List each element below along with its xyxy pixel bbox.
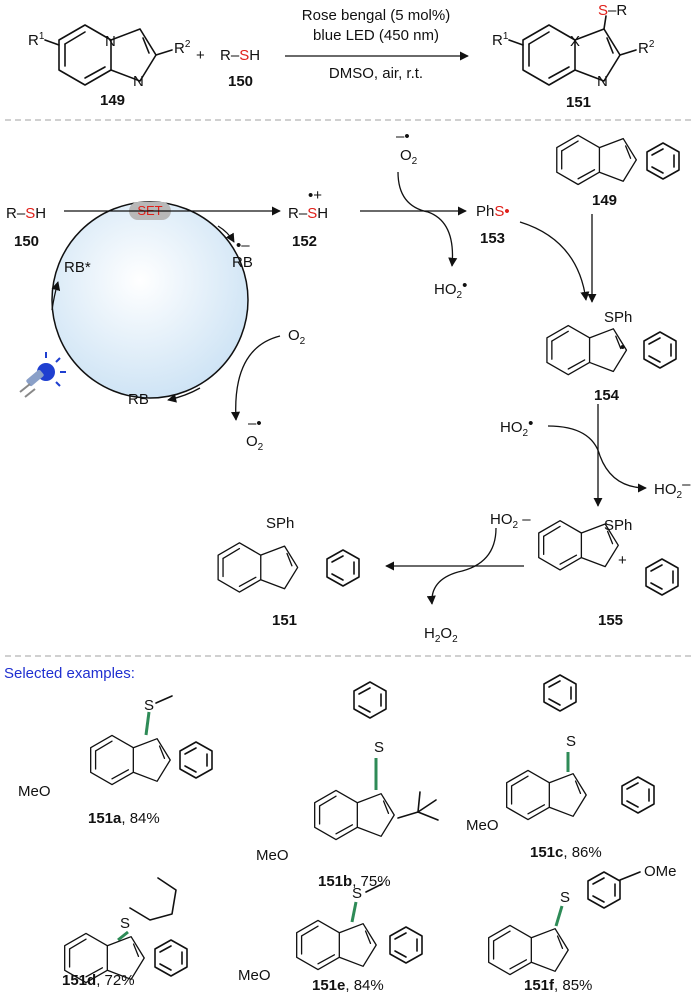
svg-text:151c, 86%: 151c, 86% (530, 844, 602, 861)
compound-label-150: 150 (228, 73, 253, 90)
atom-n: N (597, 73, 608, 90)
svg-text:OMe: OMe (644, 863, 677, 880)
product-sr-group: S–R (598, 2, 627, 19)
svg-text:151e, 84%: 151e, 84% (312, 977, 384, 994)
superoxide: O2 (246, 433, 264, 453)
hydroperoxyl-radical-2: HO2• (500, 415, 533, 439)
example-151b: S MeO 151b, 75% (256, 681, 439, 890)
svg-text:S: S (374, 739, 384, 756)
compound-label-151: 151 (272, 612, 297, 629)
atom-n-bridge: N (105, 33, 116, 50)
svg-text:S: S (566, 733, 576, 750)
condition-solvent: DMSO, air, r.t. (329, 65, 423, 82)
rb-anion-charge: •– (236, 237, 250, 254)
compound-label-155: 155 (598, 612, 623, 629)
blue-led-icon (19, 352, 66, 398)
svg-text:MeO: MeO (238, 967, 271, 984)
substituent-r1: R1 (28, 31, 45, 49)
compound-label-152: 152 (292, 233, 317, 250)
compound-label-154: 154 (594, 387, 620, 404)
example-151c: S MeO 151c, 86% (466, 674, 655, 861)
example-151d: S 151d, 72% (62, 877, 188, 989)
substituent-r2: R2 (174, 39, 191, 57)
svg-text:S: S (120, 915, 130, 932)
rb-ground: RB (128, 391, 149, 408)
svg-text:151b, 75%: 151b, 75% (318, 873, 391, 890)
sph-154: SPh (604, 309, 632, 326)
superoxide-top: O2 (400, 147, 418, 167)
radical-cation-152: R–SH (288, 205, 328, 222)
radical-cation-charge: •+ (308, 187, 322, 204)
svg-text:MeO: MeO (256, 847, 289, 864)
phenylthiyl-radical: PhS• (476, 203, 510, 220)
compound-label-153: 153 (480, 230, 505, 247)
compound-label-150: 150 (14, 233, 39, 250)
photocatalytic-cycle (51, 201, 249, 399)
reaction-overview: N N R2 R1 149 + R–SH 150 Rose bengal (5 … (28, 2, 655, 111)
thiol-150: R–SH (6, 205, 46, 222)
svg-text:S: S (560, 889, 570, 906)
structure-149 (556, 134, 637, 186)
oxygen-o2: O2 (288, 327, 306, 347)
radical-dot-154: • (620, 339, 625, 356)
atom-x: X (570, 33, 580, 50)
substituent-r1: R1 (492, 31, 509, 49)
radical-intermediate-154 (546, 324, 628, 376)
hydroperoxide-anion: HO2– (654, 476, 691, 501)
superoxide-charge: –• (248, 415, 262, 432)
svg-text:MeO: MeO (466, 817, 499, 834)
svg-text:S: S (352, 885, 362, 902)
svg-text:151d, 72%: 151d, 72% (62, 972, 135, 989)
example-151e: S MeO 151e, 84% (238, 883, 423, 994)
atom-n: N (133, 73, 144, 90)
superoxide-top-charge: –• (396, 128, 410, 145)
svg-text:151a, 84%: 151a, 84% (88, 810, 160, 827)
mechanism: SET R–SH 150 R–SH •+ 152 RB •– RB* RB O2… (6, 128, 691, 645)
plus-sign: + (196, 47, 205, 64)
hydroperoxide-anion-2: HO2 – (490, 511, 531, 531)
condition-catalyst: Rose bengal (5 mol%) (302, 7, 450, 24)
example-151f: OMe S 151f, 85% (488, 863, 677, 994)
compound-label-149: 149 (592, 192, 617, 209)
thiol-reagent: R–SH (220, 47, 260, 64)
hydrogen-peroxide: H2O2 (424, 625, 458, 645)
rb-excited: RB* (64, 259, 91, 276)
example-151a: S MeO 151a, 84% (18, 695, 213, 827)
rb-anion: RB (232, 254, 253, 271)
sph-151: SPh (266, 515, 294, 532)
sph-155: SPh (604, 517, 632, 534)
substituent-r2: R2 (638, 39, 655, 57)
examples-header: Selected examples: (4, 665, 135, 682)
compound-label-149: 149 (100, 92, 125, 109)
svg-text:S: S (144, 697, 154, 714)
svg-text:151f, 85%: 151f, 85% (524, 977, 592, 994)
product-151 (217, 542, 299, 593)
condition-light: blue LED (450 nm) (313, 27, 439, 44)
svg-text:MeO: MeO (18, 783, 51, 800)
hydroperoxyl-radical: HO2• (434, 277, 467, 301)
compound-label-151: 151 (566, 94, 591, 111)
cation-charge-155: + (618, 552, 627, 569)
